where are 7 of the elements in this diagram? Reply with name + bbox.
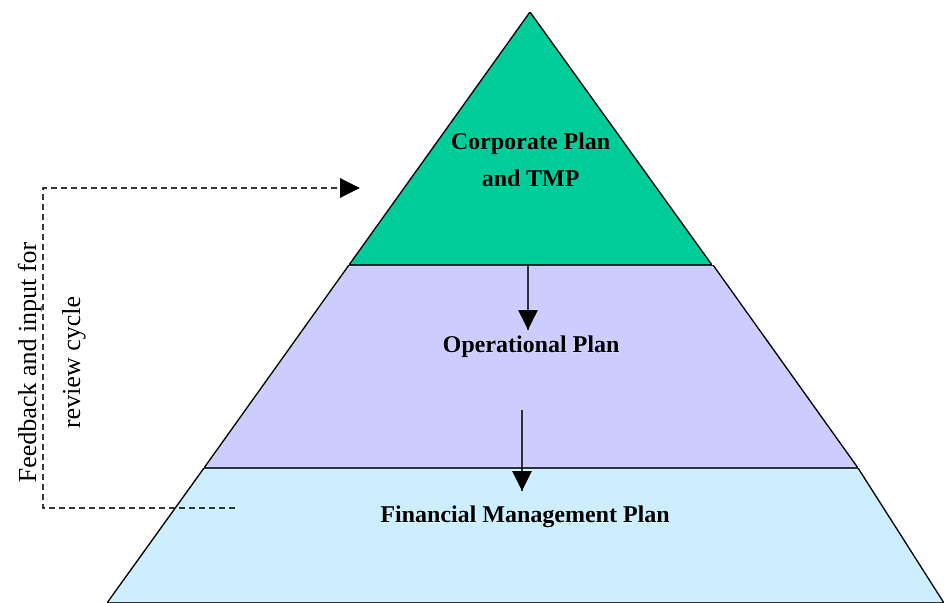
level-title: Financial Management Plan bbox=[379, 501, 671, 530]
dashed-arrow bbox=[42, 178, 360, 509]
arrow bbox=[512, 410, 532, 491]
level-title: Corporate Plan and TMP bbox=[450, 128, 612, 194]
arrow bbox=[518, 266, 538, 330]
edge-label: Feedback and input for review cycle bbox=[12, 240, 87, 484]
level-title: Operational Plan bbox=[442, 331, 620, 360]
